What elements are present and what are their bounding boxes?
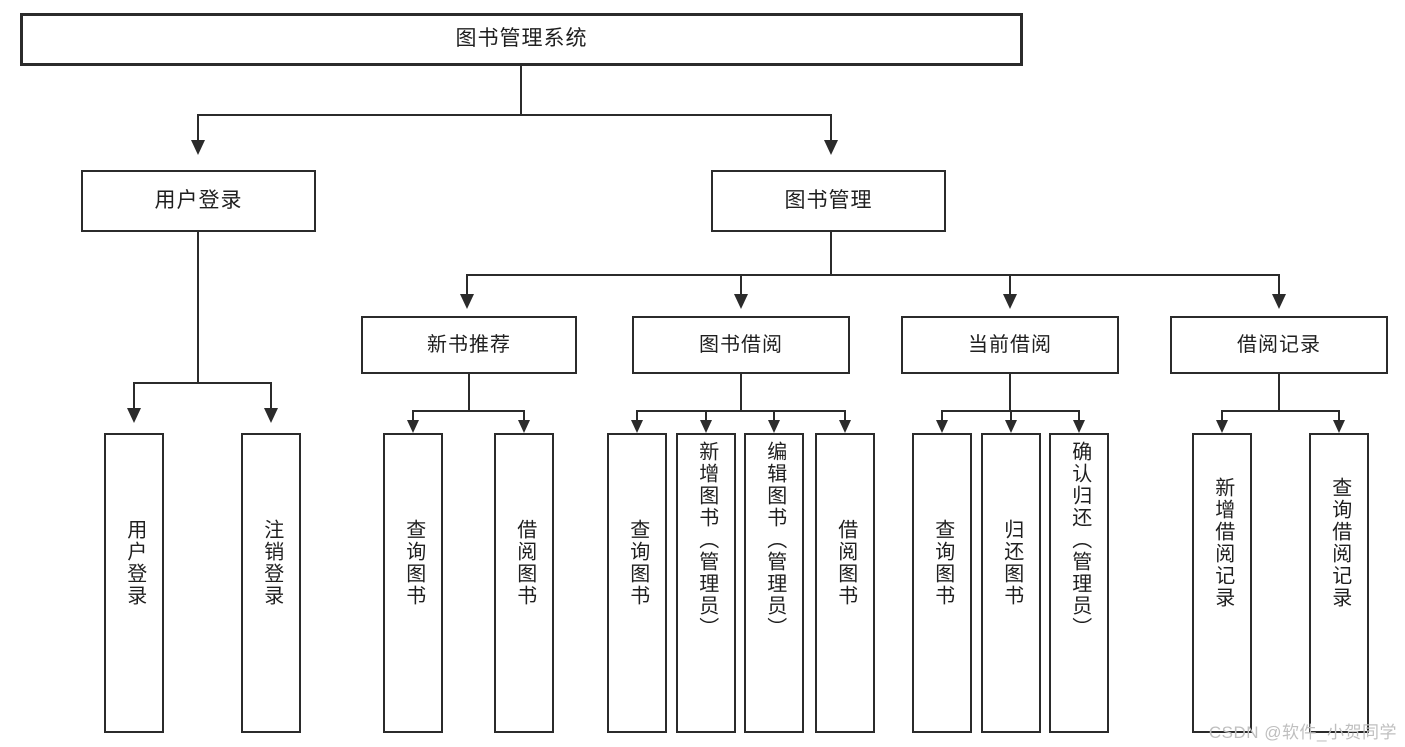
node-label: 借阅记录 [1237, 333, 1321, 356]
connector-book-borrow-to-leaf-2 [705, 410, 707, 422]
node-label: 图书借阅 [699, 333, 783, 356]
leaf-label: 查询图书 [626, 519, 649, 607]
connector-book-manage-stem [830, 232, 832, 274]
arrow-book-manage-to-record [1272, 294, 1286, 309]
connector-book-borrow-bus [636, 410, 846, 412]
connector-user-login-to-leaf-2 [270, 382, 272, 410]
connector-book-borrow-to-leaf-4 [844, 410, 846, 422]
connector-book-borrow-to-leaf-3 [773, 410, 775, 422]
leaf-book-borrow-query-book[interactable]: 查询图书 [607, 433, 667, 733]
leaf-book-borrow-add-book-admin[interactable]: 新增图书（管理员） [676, 433, 736, 733]
leaf-label: 新增借阅记录 [1211, 477, 1234, 609]
leaf-label: 查询图书 [402, 519, 425, 607]
leaf-label: 查询图书 [931, 519, 954, 607]
connector-current-borrow-to-leaf-3 [1078, 410, 1080, 422]
arrow-book-borrow-to-leaf-4 [839, 420, 851, 433]
arrow-current-borrow-to-leaf-1 [936, 420, 948, 433]
leaf-label: 用户登录 [123, 519, 146, 607]
arrow-borrow-record-to-leaf-1 [1216, 420, 1228, 433]
arrow-current-borrow-to-leaf-2 [1005, 420, 1017, 433]
leaf-label: 确认归还（管理员） [1068, 441, 1091, 639]
leaf-book-borrow-edit-book-admin[interactable]: 编辑图书（管理员） [744, 433, 804, 733]
node-root-system[interactable]: 图书管理系统 [20, 13, 1023, 66]
connector-book-manage-bus [466, 274, 1280, 276]
connector-new-book-to-leaf-1 [412, 410, 414, 422]
leaf-new-book-query-book[interactable]: 查询图书 [383, 433, 443, 733]
node-user-login[interactable]: 用户登录 [81, 170, 316, 232]
connector-new-book-stem [468, 374, 470, 410]
connector-book-borrow-stem [740, 374, 742, 410]
arrow-root-to-book-manage [824, 140, 838, 155]
connector-book-manage-to-borrow [740, 274, 742, 296]
connector-user-login-to-leaf-1 [133, 382, 135, 410]
leaf-label: 查询借阅记录 [1328, 477, 1351, 609]
node-label: 图书管理系统 [455, 27, 588, 51]
arrow-book-manage-to-new-book [460, 294, 474, 309]
connector-book-manage-to-record [1278, 274, 1280, 296]
leaf-label: 编辑图书（管理员） [763, 441, 786, 639]
arrow-book-manage-to-borrow [734, 294, 748, 309]
arrow-user-login-to-leaf-2 [264, 408, 278, 423]
connector-book-borrow-to-leaf-1 [636, 410, 638, 422]
node-new-book-recommend[interactable]: 新书推荐 [361, 316, 577, 374]
leaf-borrow-record-query-record[interactable]: 查询借阅记录 [1309, 433, 1369, 733]
leaf-book-borrow-borrow-book[interactable]: 借阅图书 [815, 433, 875, 733]
connector-current-borrow-stem [1009, 374, 1011, 410]
connector-borrow-record-to-leaf-1 [1221, 410, 1223, 422]
arrow-current-borrow-to-leaf-3 [1073, 420, 1085, 433]
node-label: 新书推荐 [427, 333, 511, 356]
leaf-borrow-record-add-record[interactable]: 新增借阅记录 [1192, 433, 1252, 733]
connector-book-manage-to-current [1009, 274, 1011, 296]
leaf-label: 新增图书（管理员） [695, 441, 718, 639]
leaf-user-login-login[interactable]: 用户登录 [104, 433, 164, 733]
connector-new-book-to-leaf-2 [523, 410, 525, 422]
node-borrow-record[interactable]: 借阅记录 [1170, 316, 1388, 374]
connector-user-login-bus [133, 382, 271, 384]
leaf-label: 借阅图书 [513, 519, 536, 607]
node-book-borrow[interactable]: 图书借阅 [632, 316, 850, 374]
connector-book-manage-to-new-book [466, 274, 468, 296]
connector-borrow-record-stem [1278, 374, 1280, 410]
node-label: 图书管理 [784, 188, 873, 212]
leaf-label: 借阅图书 [834, 519, 857, 607]
connector-root-stem [520, 66, 522, 114]
node-current-borrow[interactable]: 当前借阅 [901, 316, 1119, 374]
connector-borrow-record-to-leaf-2 [1338, 410, 1340, 422]
node-label: 当前借阅 [968, 333, 1052, 356]
arrow-new-book-to-leaf-2 [518, 420, 530, 433]
connector-borrow-record-bus [1221, 410, 1340, 412]
connector-current-borrow-to-leaf-1 [941, 410, 943, 422]
arrow-new-book-to-leaf-1 [407, 420, 419, 433]
leaf-label: 注销登录 [260, 519, 283, 607]
connector-user-login-stem [197, 232, 199, 382]
connector-root-bus [197, 114, 832, 116]
arrow-book-manage-to-current [1003, 294, 1017, 309]
leaf-label: 归还图书 [1000, 519, 1023, 607]
node-book-management[interactable]: 图书管理 [711, 170, 946, 232]
arrow-book-borrow-to-leaf-1 [631, 420, 643, 433]
connector-new-book-bus [412, 410, 524, 412]
arrow-book-borrow-to-leaf-2 [700, 420, 712, 433]
connector-root-to-book-manage [830, 114, 832, 142]
arrow-borrow-record-to-leaf-2 [1333, 420, 1345, 433]
arrow-root-to-user-login [191, 140, 205, 155]
leaf-user-login-logout[interactable]: 注销登录 [241, 433, 301, 733]
connector-current-borrow-to-leaf-2 [1010, 410, 1012, 422]
leaf-current-borrow-query-book[interactable]: 查询图书 [912, 433, 972, 733]
arrow-book-borrow-to-leaf-3 [768, 420, 780, 433]
leaf-current-borrow-confirm-return-admin[interactable]: 确认归还（管理员） [1049, 433, 1109, 733]
node-label: 用户登录 [154, 188, 243, 212]
leaf-current-borrow-return-book[interactable]: 归还图书 [981, 433, 1041, 733]
connector-root-to-user-login [197, 114, 199, 142]
leaf-new-book-borrow-book[interactable]: 借阅图书 [494, 433, 554, 733]
arrow-user-login-to-leaf-1 [127, 408, 141, 423]
